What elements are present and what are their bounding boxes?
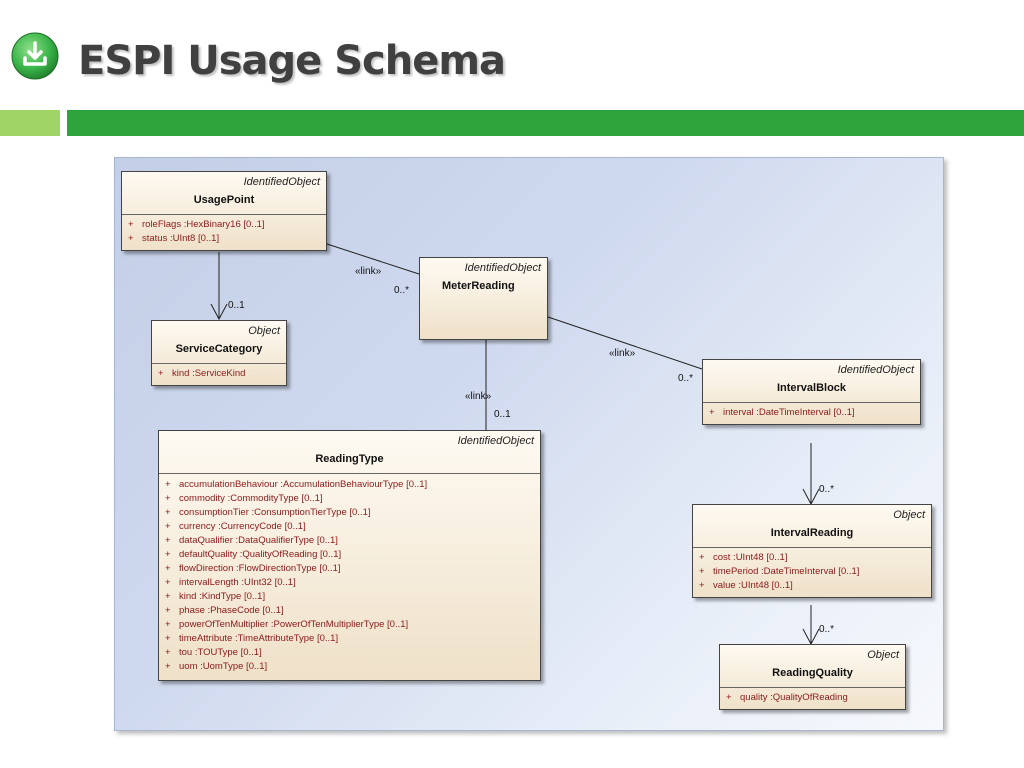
edge-label-stereotype: «link»	[465, 391, 492, 402]
attribute: +powerOfTenMultiplier :PowerOfTenMultipl…	[165, 619, 409, 630]
class-name: ReadingType	[315, 453, 384, 465]
edge-label-stereotype: «link»	[355, 266, 382, 277]
edge-label-multiplicity: 0..*	[819, 624, 835, 635]
attribute-list: +accumulationBehaviour :AccumulationBeha…	[159, 473, 540, 680]
stereotype: IdentifiedObject	[457, 435, 534, 447]
attribute: +timeAttribute :TimeAttributeType [0..1]	[165, 633, 339, 644]
edge-label-multiplicity: 0..*	[394, 285, 410, 296]
class-name: MeterReading	[442, 280, 515, 292]
edge-label-stereotype: «link»	[609, 348, 636, 359]
uml-diagram: IdentifiedObject UsagePoint +roleFlags :…	[114, 157, 944, 731]
edge-meterreading-intervalblock	[547, 316, 703, 370]
class-servicecategory[interactable]: Object ServiceCategory +kind :ServiceKin…	[151, 320, 287, 386]
attribute: +value :UInt48 [0..1]	[699, 580, 793, 591]
attribute-list: +roleFlags :HexBinary16 [0..1] +status :…	[122, 214, 326, 250]
header-bar-light	[0, 110, 60, 136]
attribute: +dataQualifier :DataQualifierType [0..1]	[165, 535, 338, 546]
association-lines	[210, 243, 820, 646]
class-intervalblock[interactable]: IdentifiedObject IntervalBlock +interval…	[702, 359, 921, 425]
class-name: ReadingQuality	[772, 667, 853, 679]
class-usagepoint[interactable]: IdentifiedObject UsagePoint +roleFlags :…	[121, 171, 327, 251]
attribute: +accumulationBehaviour :AccumulationBeha…	[165, 479, 428, 490]
attribute: +cost :UInt48 [0..1]	[699, 552, 788, 563]
class-meterreading[interactable]: IdentifiedObject MeterReading	[419, 257, 548, 340]
arrowhead	[210, 303, 228, 321]
edge-label-multiplicity: 0..1	[228, 300, 245, 311]
attribute-list: +kind :ServiceKind	[152, 363, 286, 385]
edge-label-multiplicity: 0..*	[678, 373, 694, 384]
edge-label-multiplicity: 0..*	[819, 484, 835, 495]
attribute: +kind :KindType [0..1]	[165, 591, 266, 602]
attribute: +kind :ServiceKind	[158, 368, 246, 379]
attribute-list: +interval :DateTimeInterval [0..1]	[703, 402, 920, 424]
attribute: +flowDirection :FlowDirectionType [0..1]	[165, 563, 341, 574]
attribute: +interval :DateTimeInterval [0..1]	[709, 407, 855, 418]
attribute: +quality :QualityOfReading	[726, 692, 848, 703]
class-intervalreading[interactable]: Object IntervalReading +cost :UInt48 [0.…	[692, 504, 932, 598]
class-name: IntervalReading	[770, 527, 854, 539]
attribute: +status :UInt8 [0..1]	[128, 233, 220, 244]
class-readingquality[interactable]: Object ReadingQuality +quality :QualityO…	[719, 644, 906, 710]
stereotype: IdentifiedObject	[243, 176, 320, 188]
class-name: UsagePoint	[193, 194, 255, 206]
attribute-list: +cost :UInt48 [0..1] +timePeriod :DateTi…	[693, 547, 931, 597]
attribute: +intervalLength :UInt32 [0..1]	[165, 577, 296, 588]
class-name: ServiceCategory	[175, 343, 263, 355]
attribute-list: +quality :QualityOfReading	[720, 687, 905, 709]
attribute: +defaultQuality :QualityOfReading [0..1]	[165, 549, 342, 560]
header-bar-dark	[67, 110, 1024, 136]
download-icon	[11, 32, 59, 80]
class-name: IntervalBlock	[776, 382, 847, 394]
attribute: +consumptionTier :ConsumptionTierType [0…	[165, 507, 371, 518]
attribute: +phase :PhaseCode [0..1]	[165, 605, 284, 616]
edge-usagepoint-meterreading	[326, 243, 420, 275]
attribute: +uom :UomType [0..1]	[165, 661, 268, 672]
attribute: +commodity :CommodityType [0..1]	[165, 493, 323, 504]
stereotype: IdentifiedObject	[464, 262, 541, 274]
attribute: +timePeriod :DateTimeInterval [0..1]	[699, 566, 860, 577]
page-title: ESPI Usage Schema	[78, 38, 506, 84]
stereotype: Object	[893, 509, 925, 521]
attribute: +tou :TOUType [0..1]	[165, 647, 262, 658]
attribute: +currency :CurrencyCode [0..1]	[165, 521, 306, 532]
class-readingtype[interactable]: IdentifiedObject ReadingType +accumulati…	[158, 430, 541, 681]
edge-label-multiplicity: 0..1	[494, 409, 511, 420]
stereotype: IdentifiedObject	[837, 364, 914, 376]
attribute: +roleFlags :HexBinary16 [0..1]	[128, 219, 265, 230]
stereotype: Object	[248, 325, 280, 337]
stereotype: Object	[867, 649, 899, 661]
